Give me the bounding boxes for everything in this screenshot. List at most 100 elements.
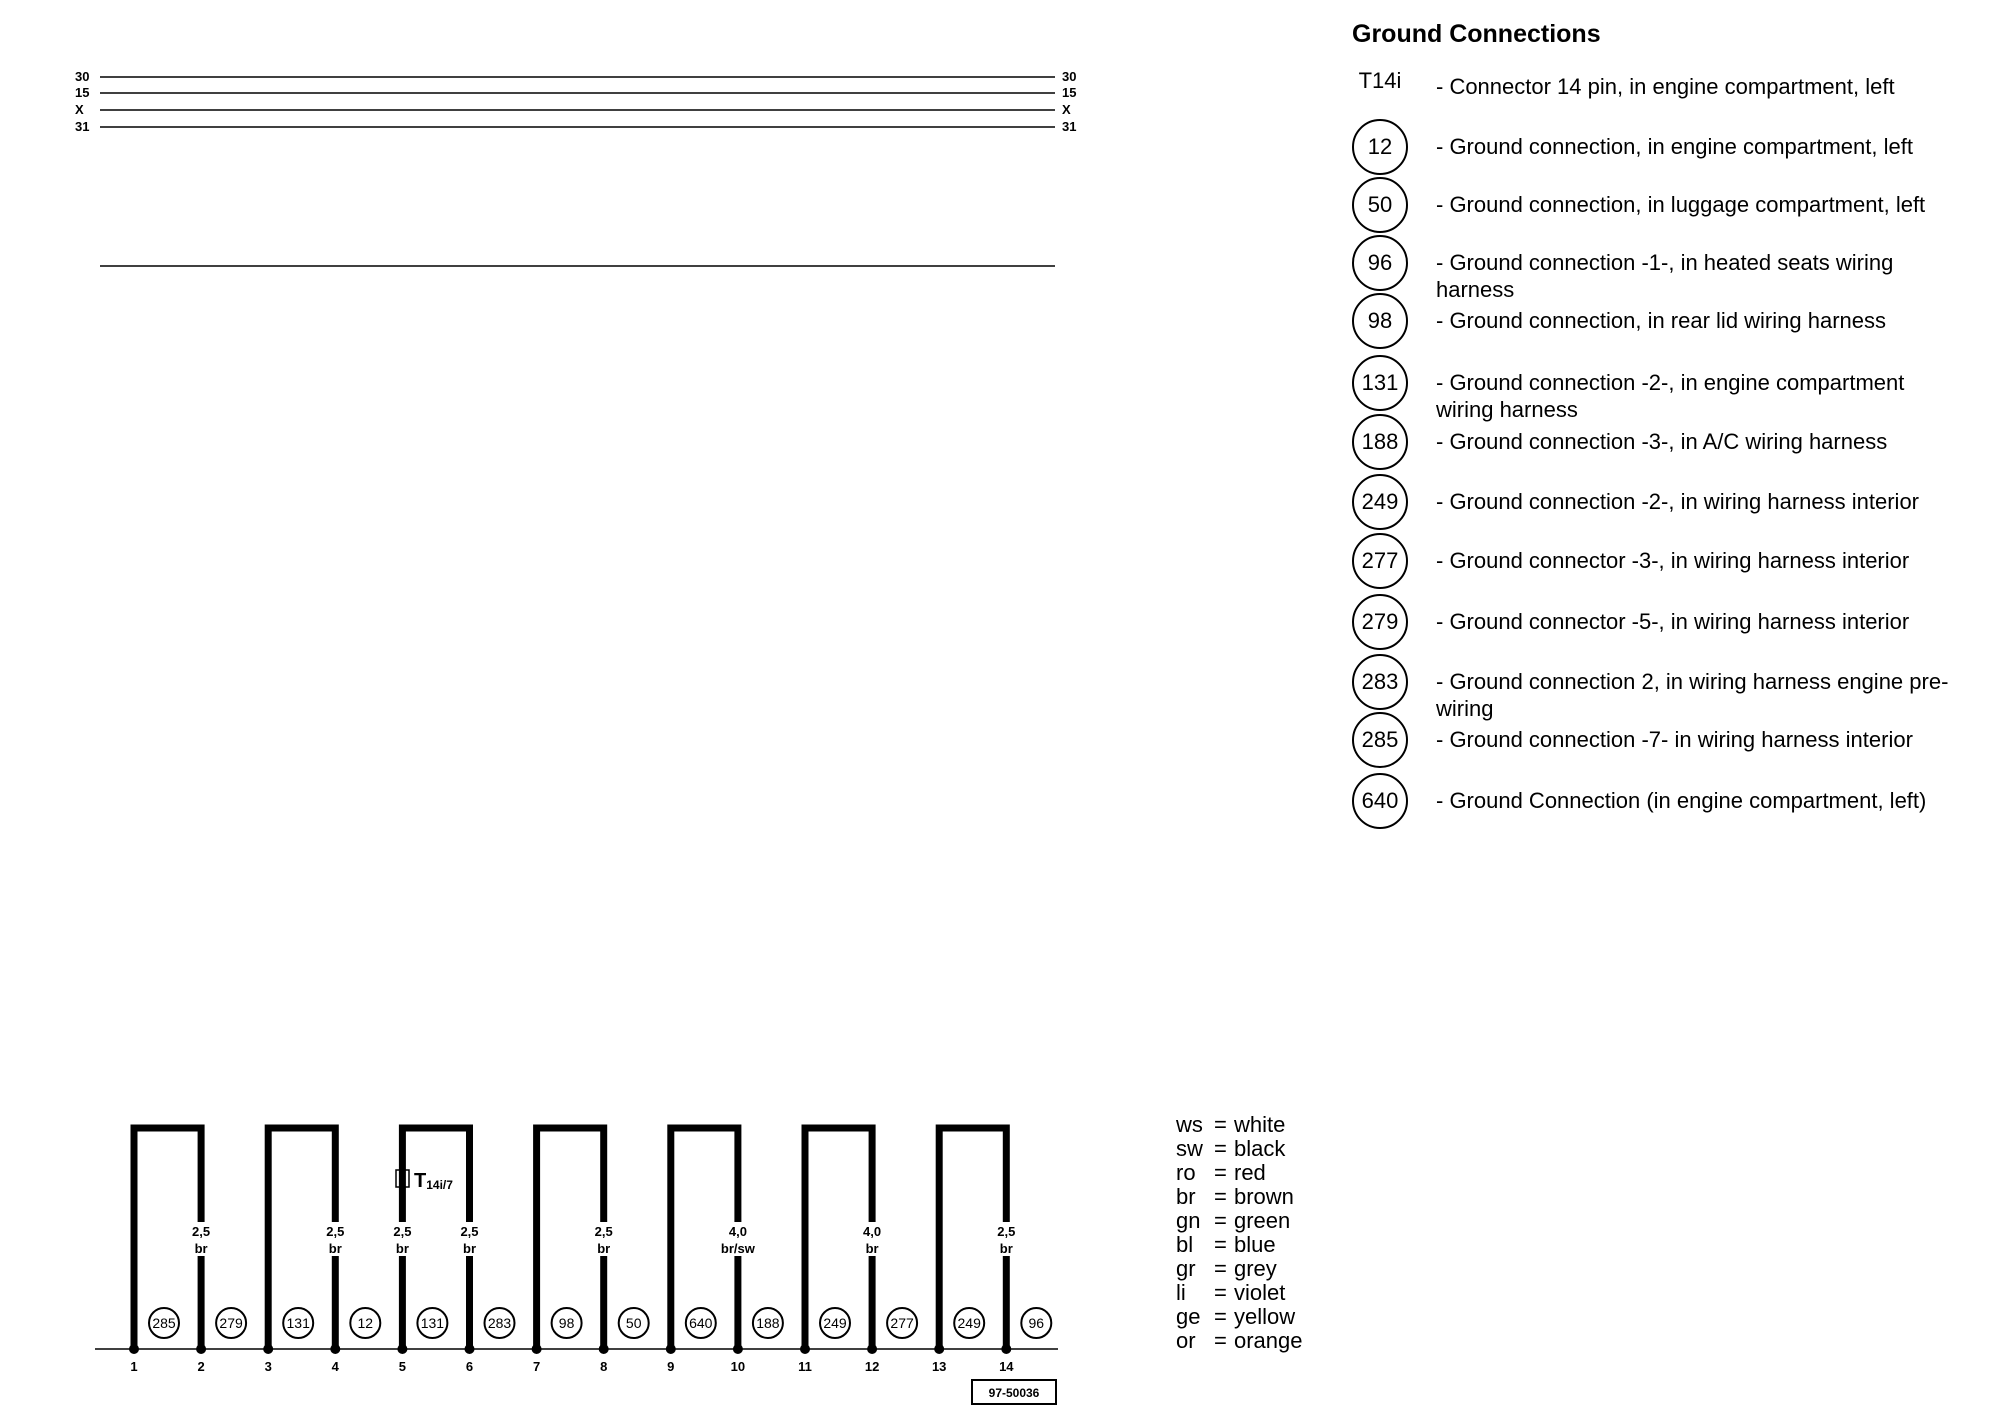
equals-sign: = bbox=[1214, 1160, 1227, 1185]
wire-label-background bbox=[717, 1222, 758, 1256]
ground-point-number: 96 bbox=[1029, 1315, 1045, 1331]
equals-sign: = bbox=[1214, 1304, 1227, 1329]
ground-point-circle bbox=[819, 1307, 851, 1339]
bus-label-left-15: 15 bbox=[75, 85, 89, 100]
ground-point-number: 640 bbox=[689, 1315, 713, 1331]
ground-point-circle bbox=[751, 1307, 784, 1339]
color-code-row: ws = white bbox=[1176, 1113, 1356, 1137]
bus-label-right-x: X bbox=[1062, 102, 1071, 117]
ground-point-number: 188 bbox=[756, 1315, 780, 1331]
pin-dot bbox=[330, 1344, 341, 1354]
color-code: ro bbox=[1176, 1160, 1196, 1185]
bus-labels-left: 30 15 X 31 bbox=[75, 69, 89, 134]
bus-labels-right: 30 15 X 31 bbox=[1062, 69, 1076, 134]
ground-point-circle bbox=[617, 1307, 650, 1339]
connector-symbol: T14i bbox=[1358, 68, 1402, 93]
pin-number: 11 bbox=[798, 1359, 812, 1374]
ground-point-number: 249 bbox=[823, 1315, 847, 1331]
wire-label-background bbox=[382, 1222, 423, 1256]
pin-dot bbox=[129, 1344, 139, 1354]
wire-color-label: br bbox=[396, 1241, 409, 1256]
pin-dot bbox=[531, 1344, 542, 1354]
equals-sign: = bbox=[1214, 1256, 1227, 1281]
color-code-row: gr=grey bbox=[1176, 1257, 1356, 1281]
ground-connection-symbol: 249 bbox=[1352, 474, 1408, 530]
pin-dot bbox=[1001, 1344, 1012, 1354]
wire-color-label: br bbox=[866, 1241, 879, 1256]
ground-connection-symbol: 12 bbox=[1352, 119, 1408, 175]
bus-label-left-31: 31 bbox=[75, 119, 89, 134]
legend-item-description: - Ground connection -7- in wiring harnes… bbox=[1436, 727, 1913, 752]
ground-point-circle bbox=[282, 1307, 315, 1339]
ground-point-number: 131 bbox=[287, 1315, 311, 1331]
ground-point-number: 279 bbox=[219, 1315, 243, 1331]
pin-dot bbox=[263, 1344, 274, 1354]
legend-item-description: - Ground connection, in luggage compartm… bbox=[1436, 192, 1926, 217]
wire-color-label: br bbox=[597, 1241, 610, 1256]
connector-label: T14i/7 bbox=[395, 1169, 453, 1192]
pin-dot bbox=[867, 1344, 878, 1354]
wire-size-label: 2,5 bbox=[192, 1224, 210, 1239]
color-name: orange bbox=[1234, 1328, 1303, 1353]
wire-color-label: br/sw bbox=[721, 1241, 756, 1256]
color-code: bl bbox=[1176, 1232, 1194, 1257]
ground-connection-symbol: 277 bbox=[1352, 533, 1408, 589]
color-code-row: sw=black bbox=[1176, 1137, 1356, 1161]
pin-dot bbox=[665, 1344, 676, 1354]
wire-size-label: 2,5 bbox=[460, 1224, 478, 1239]
color-code: ge bbox=[1176, 1304, 1201, 1329]
wire-label-background bbox=[583, 1222, 624, 1256]
legend-item-description: - Ground connection -2-, in engine compa… bbox=[1436, 370, 1905, 422]
legend-item-description: - Ground connection -3-, in A/C wiring h… bbox=[1436, 429, 1888, 454]
bus-label-right-15: 15 bbox=[1062, 85, 1076, 100]
pin-number: 12 bbox=[865, 1359, 879, 1374]
color-code: br bbox=[1176, 1184, 1196, 1209]
ground-point-circle bbox=[684, 1307, 717, 1339]
ground-point-number: 98 bbox=[559, 1315, 575, 1331]
ground-connection-symbol: 279 bbox=[1352, 594, 1408, 650]
pin-number: 3 bbox=[265, 1359, 272, 1374]
ground-point-number: 50 bbox=[626, 1315, 642, 1331]
color-code-row: li=violet bbox=[1176, 1281, 1356, 1305]
ground-point-circle bbox=[148, 1307, 180, 1339]
color-code-row: ge = yellow bbox=[1176, 1305, 1356, 1329]
drawing-id-text: 97-50036 bbox=[989, 1386, 1040, 1400]
pin-dot bbox=[800, 1344, 810, 1354]
wire-size-label: 2,5 bbox=[326, 1224, 344, 1239]
ground-connection-symbol: 131 bbox=[1352, 355, 1408, 411]
color-name: black bbox=[1234, 1136, 1286, 1161]
wire-size-label: 4,0 bbox=[729, 1224, 747, 1239]
equals-sign: = bbox=[1214, 1184, 1227, 1209]
color-name: brown bbox=[1234, 1184, 1294, 1209]
color-name: yellow bbox=[1234, 1304, 1296, 1329]
equals-sign: = bbox=[1214, 1112, 1227, 1137]
ground-connection-symbol: 283 bbox=[1352, 654, 1408, 710]
pin-number: 10 bbox=[731, 1359, 745, 1374]
pin-dot bbox=[397, 1344, 408, 1354]
ground-point-number: 277 bbox=[890, 1315, 914, 1331]
wire-label-background bbox=[181, 1222, 222, 1256]
pin-number: 4 bbox=[332, 1359, 340, 1374]
legend-item-description: - Ground connection -1-, in heated seats… bbox=[1436, 250, 1894, 302]
legend-item-description: - Ground connection 2, in wiring harness… bbox=[1436, 669, 1949, 721]
pin-dot bbox=[464, 1344, 475, 1354]
wire-labels: 2,5br2,5br2,5br2,5br2,5br4,0br/sw4,0br2,… bbox=[181, 1222, 1027, 1256]
legend-title: Ground Connections bbox=[1352, 20, 1601, 48]
connector-label-main: T bbox=[414, 1170, 426, 1192]
color-name: white bbox=[1234, 1112, 1286, 1137]
color-code: gn bbox=[1176, 1208, 1201, 1233]
color-name: violet bbox=[1234, 1280, 1286, 1305]
legend-item-description: - Connector 14 pin, in engine compartmen… bbox=[1436, 74, 1895, 99]
ground-connection-symbol: 98 bbox=[1352, 293, 1408, 349]
color-code-row: ro = red bbox=[1176, 1161, 1356, 1185]
ground-point-circle bbox=[349, 1307, 382, 1339]
color-code: ws bbox=[1176, 1112, 1203, 1137]
ground-connection-symbol: 285 bbox=[1352, 712, 1408, 768]
color-name: red bbox=[1234, 1160, 1266, 1185]
legend-item-description: - Ground connection, in rear lid wiring … bbox=[1436, 308, 1887, 333]
pin-number: 2 bbox=[197, 1359, 204, 1374]
ground-connection-symbol: 640 bbox=[1352, 773, 1408, 829]
bus-label-right-30: 30 bbox=[1062, 69, 1076, 84]
